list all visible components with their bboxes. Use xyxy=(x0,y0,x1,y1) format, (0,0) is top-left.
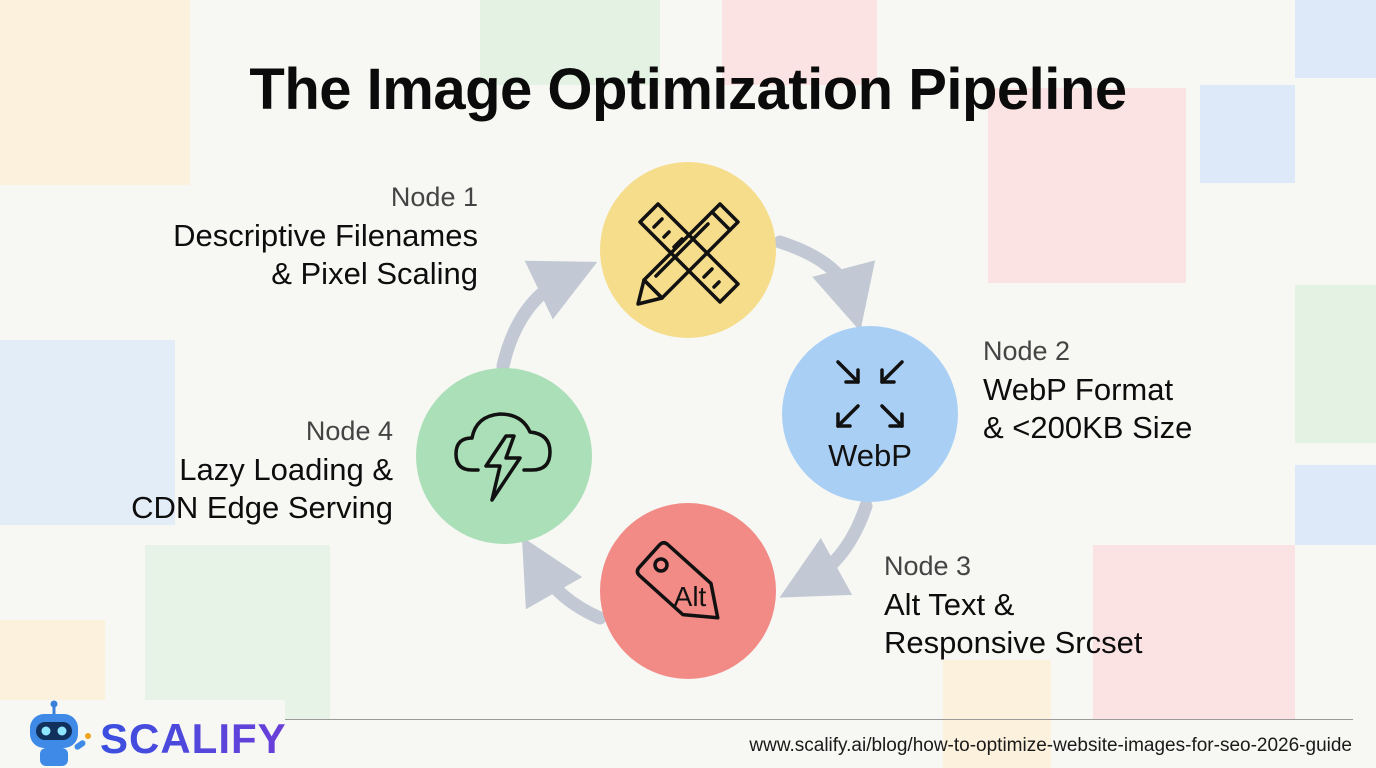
robot-mascot-icon xyxy=(30,700,91,766)
node-1-desc-line2: & Pixel Scaling xyxy=(271,256,478,291)
tag-icon xyxy=(635,540,720,620)
footer-url: www.scalify.ai/blog/how-to-optimize-webs… xyxy=(749,735,1352,756)
tag-hole xyxy=(653,557,669,573)
node-4-desc-line1: Lazy Loading & xyxy=(179,452,393,487)
bg-square xyxy=(1295,0,1376,78)
arrow-node4-to-node1 xyxy=(496,260,598,373)
node-1-text: Node 1 Descriptive Filenames & Pixel Sca… xyxy=(173,182,478,293)
bg-square xyxy=(988,88,1186,283)
node-2-desc-line2: & <200KB Size xyxy=(983,410,1193,445)
node-3-desc-line2: Responsive Srcset xyxy=(884,625,1143,660)
node-1-label: Node 1 xyxy=(390,182,478,212)
node-4-label: Node 4 xyxy=(305,416,393,446)
bg-square xyxy=(145,545,330,720)
node-2-label: Node 2 xyxy=(983,336,1071,366)
node-3-desc-line1: Alt Text & xyxy=(884,587,1015,622)
bg-square xyxy=(943,660,1051,768)
bg-square xyxy=(1295,465,1376,545)
node-4-text: Node 4 Lazy Loading & CDN Edge Serving xyxy=(131,416,393,527)
arrow-node1-to-node2 xyxy=(773,235,876,332)
expand-arrows-icon xyxy=(836,360,904,428)
bg-square xyxy=(1093,545,1295,720)
node-3-label: Node 3 xyxy=(884,551,972,581)
node-1-circle xyxy=(600,162,776,338)
cloud-lightning-icon xyxy=(454,412,552,502)
node-2-text: Node 2 WebP Format & <200KB Size xyxy=(983,336,1192,447)
node-4-desc-line2: CDN Edge Serving xyxy=(131,490,393,525)
node-1-desc-line1: Descriptive Filenames xyxy=(173,218,478,253)
arrow-node2-to-node3 xyxy=(779,499,873,598)
node-4-circle xyxy=(416,368,592,544)
brand-logo-text: SCALIFY xyxy=(100,715,287,762)
alt-icon-text: Alt xyxy=(674,581,707,612)
footer-divider xyxy=(285,719,1353,720)
ruler-pencil-icon xyxy=(636,202,740,306)
page-title: The Image Optimization Pipeline xyxy=(249,57,1127,122)
node-2-desc-line1: WebP Format xyxy=(983,372,1174,407)
bg-square xyxy=(0,620,105,700)
bg-square xyxy=(1200,85,1295,183)
bg-square xyxy=(0,0,190,185)
bg-square xyxy=(722,0,877,85)
node-3-text: Node 3 Alt Text & Responsive Srcset xyxy=(884,551,1142,662)
webp-icon-text: WebP xyxy=(828,438,912,473)
bg-square xyxy=(480,0,660,85)
node-3-circle xyxy=(600,503,776,679)
bg-square xyxy=(0,340,175,525)
bg-square xyxy=(1295,285,1376,443)
node-2-circle xyxy=(782,326,958,502)
arrow-node3-to-node4 xyxy=(521,536,607,625)
